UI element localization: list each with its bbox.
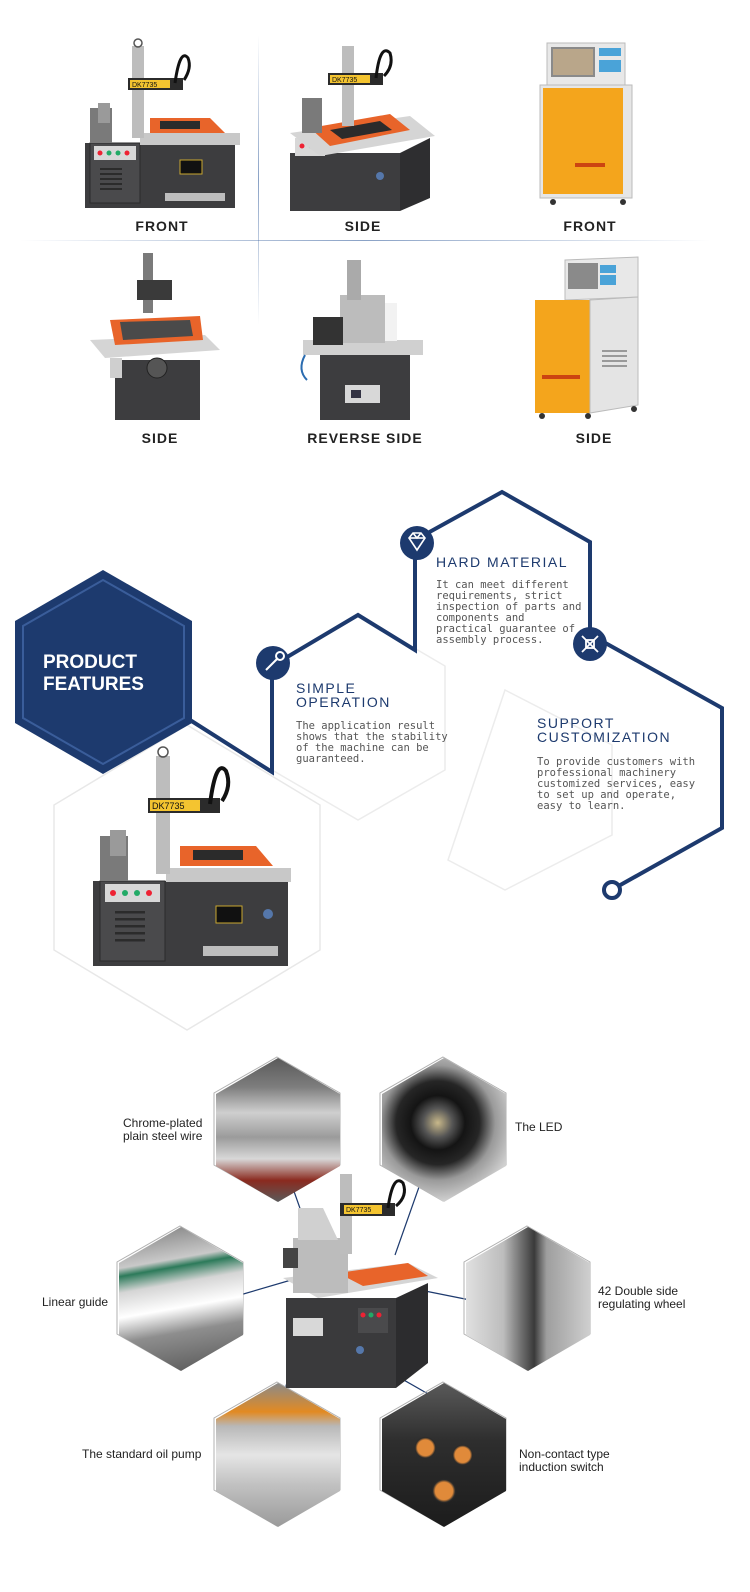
features-section: PRODUCT FEATURES HARD MATERIAL It can me… bbox=[0, 470, 750, 1050]
svg-text:DK7735: DK7735 bbox=[332, 77, 357, 84]
callout-induction-switch: Non-contact type induction switch bbox=[519, 1447, 610, 1474]
callout-steel-wire: Chrome-plated plain steel wire bbox=[123, 1116, 203, 1143]
feature-text-support-customization: To provide customers with professional m… bbox=[537, 756, 696, 812]
feature-title-simple-operation: SIMPLE OPERATION bbox=[296, 681, 391, 709]
grid-divider-vertical bbox=[258, 35, 259, 325]
cabinet-side-image bbox=[535, 256, 639, 419]
view-label: SIDE bbox=[344, 218, 382, 234]
callout-oil-pump: The standard oil pump bbox=[82, 1447, 202, 1461]
wrench-icon bbox=[265, 651, 285, 671]
machine-plate-text: DK7735 bbox=[346, 1207, 371, 1214]
feature-title-hard-material: HARD MATERIAL bbox=[436, 554, 569, 570]
callout-led: The LED bbox=[515, 1120, 563, 1134]
callout-regulating-wheel: 42 Double side regulating wheel bbox=[598, 1284, 686, 1311]
machine-plate-text: DK7735 bbox=[152, 801, 185, 811]
view-label: FRONT bbox=[563, 218, 617, 234]
feature-title-line: SIMPLE bbox=[296, 680, 357, 696]
machine-side-image bbox=[90, 253, 220, 420]
view-grid: DK7735 FRONT DK7735 SIDE FRONT bbox=[0, 0, 750, 460]
svg-text:DK7735: DK7735 bbox=[132, 82, 157, 89]
feature-title-line: CUSTOMIZATION bbox=[537, 729, 672, 745]
machine-feature-image: DK7735 bbox=[93, 746, 291, 966]
feature-title-line: SUPPORT bbox=[537, 715, 615, 731]
machine-front-image: DK7735 bbox=[85, 38, 240, 208]
feature-text-hard-material: It can meet different requirements, stri… bbox=[436, 579, 582, 646]
view-label: FRONT bbox=[135, 218, 189, 234]
view-label: REVERSE SIDE bbox=[307, 430, 423, 446]
photo-linear-guide bbox=[119, 1227, 243, 1371]
pencil-ruler-icon bbox=[581, 635, 599, 653]
components-section: DK7735 Chrome-plated plain steel wire Th… bbox=[0, 1050, 750, 1592]
diamond-icon bbox=[408, 532, 426, 552]
features-hex-outlines bbox=[15, 489, 724, 1031]
machine-reverse-side-image bbox=[300, 260, 423, 420]
cabinet-front-image bbox=[539, 42, 633, 205]
machine-side-image: DK7735 bbox=[290, 46, 435, 211]
grid-divider-horizontal bbox=[20, 240, 710, 241]
features-heading: PRODUCT FEATURES bbox=[43, 652, 183, 696]
machine-center-image: DK7735 bbox=[283, 1174, 438, 1388]
view-label: SIDE bbox=[141, 430, 179, 446]
features-heading-line1: PRODUCT bbox=[43, 652, 137, 673]
callout-linear-guide: Linear guide bbox=[42, 1295, 109, 1309]
feature-text-simple-operation: The application result shows that the st… bbox=[296, 720, 448, 765]
features-heading-line2: FEATURES bbox=[43, 674, 144, 695]
view-label: SIDE bbox=[575, 430, 613, 446]
feature-title-line: OPERATION bbox=[296, 694, 391, 710]
feature-title-support-customization: SUPPORT CUSTOMIZATION bbox=[537, 716, 671, 744]
